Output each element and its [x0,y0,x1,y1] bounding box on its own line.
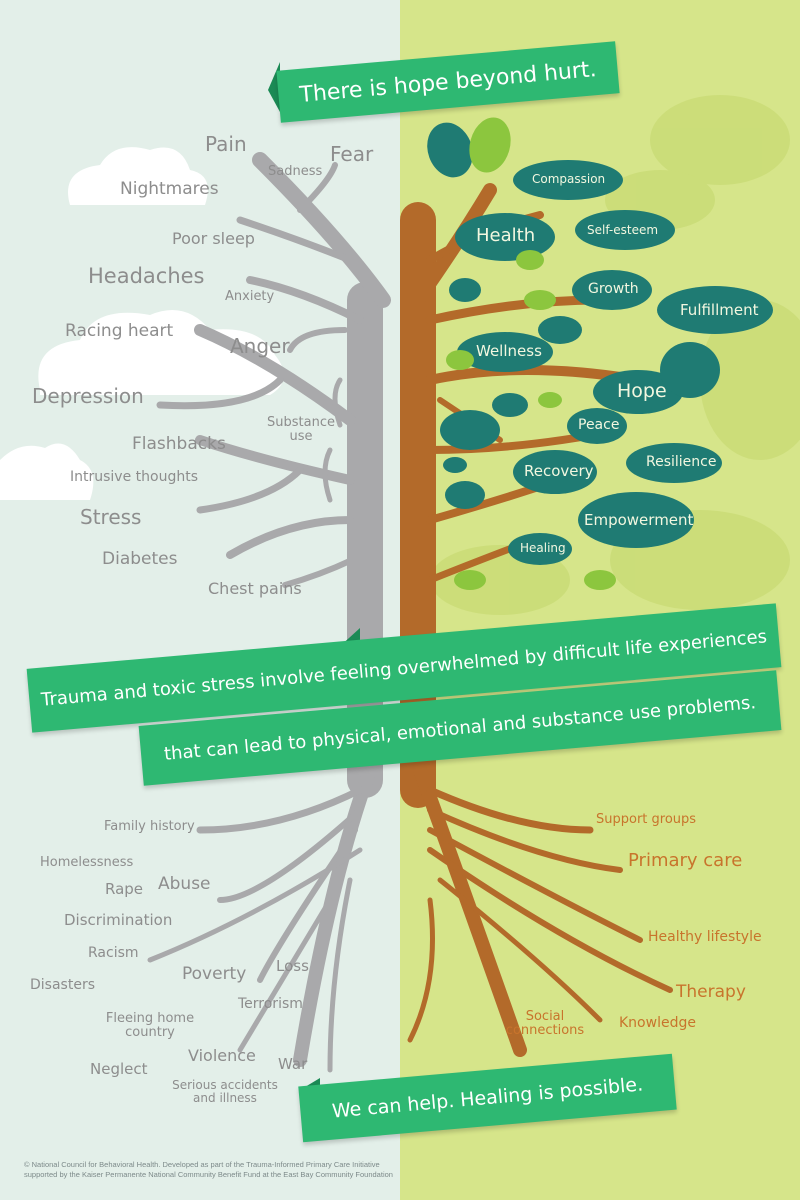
support-label: Healthy lifestyle [648,929,762,945]
symptom-label: Pain [205,132,247,156]
leaf-label: Recovery [524,462,594,480]
cause-label: Discrimination [64,911,173,929]
leaf-label: Resilience [646,454,717,470]
leaf-label: Self-esteem [587,223,659,237]
support-label: Support groups [596,812,697,827]
cause-label: Disasters [30,977,95,993]
footer-line-1: © National Council for Behavioral Health… [24,1160,380,1169]
support-label: Primary care [628,850,743,871]
cause-label: Terrorism [238,996,303,1012]
symptom-label: Nightmares [120,179,219,199]
symptom-label: Sadness [268,164,323,179]
cause-label: Poverty [182,964,247,984]
clouds [0,147,284,500]
cause-label: Homelessness [40,855,134,870]
leaf-label: Peace [578,417,620,433]
leaf-label: Empowerment [584,511,694,529]
symptom-label: Chest pains [208,579,302,598]
symptom-label: Poor sleep [172,229,255,248]
cause-label: Neglect [90,1060,148,1078]
leaves [427,117,773,590]
cause-label: Loss [276,957,309,975]
leaf-label: Health [476,225,536,246]
support-label: Knowledge [619,1015,696,1031]
cause-label: Serious accidents and illness [172,1078,278,1106]
cause-label: Rape [105,880,144,898]
symptom-label: Flashbacks [132,434,226,454]
symptom-label: Anger [230,334,290,358]
symptom-label: Headaches [88,264,205,288]
symptom-label: Anxiety [225,289,275,304]
cause-label: Abuse [158,874,211,894]
symptom-label: Stress [80,505,142,529]
leaf-label: Hope [617,380,667,402]
cause-label: Racism [88,945,139,961]
leaf-label: Healing [520,541,566,555]
cause-label: Family history [104,819,195,834]
cause-label: War [278,1055,308,1073]
cause-label: Fleeing home country [105,1011,195,1041]
symptom-label: Diabetes [102,549,178,569]
footer-line-2: supported by the Kaiser Permanente Natio… [24,1170,393,1180]
symptom-label: Racing heart [65,321,174,341]
symptom-label: Fear [330,142,374,166]
support-label: Social connections [505,1009,585,1039]
symptom-label: Depression [32,384,144,408]
support-label: Therapy [676,982,746,1002]
leaf-label: Wellness [476,342,542,360]
leaf-label: Growth [588,281,639,297]
symptom-label: Substance use [267,415,335,445]
cause-label: Violence [188,1046,256,1065]
footer-credit: © National Council for Behavioral Health… [24,1160,393,1180]
leaf-label: Fulfillment [680,301,759,319]
symptom-label: Intrusive thoughts [70,469,198,485]
leaf-label: Compassion [532,172,606,186]
